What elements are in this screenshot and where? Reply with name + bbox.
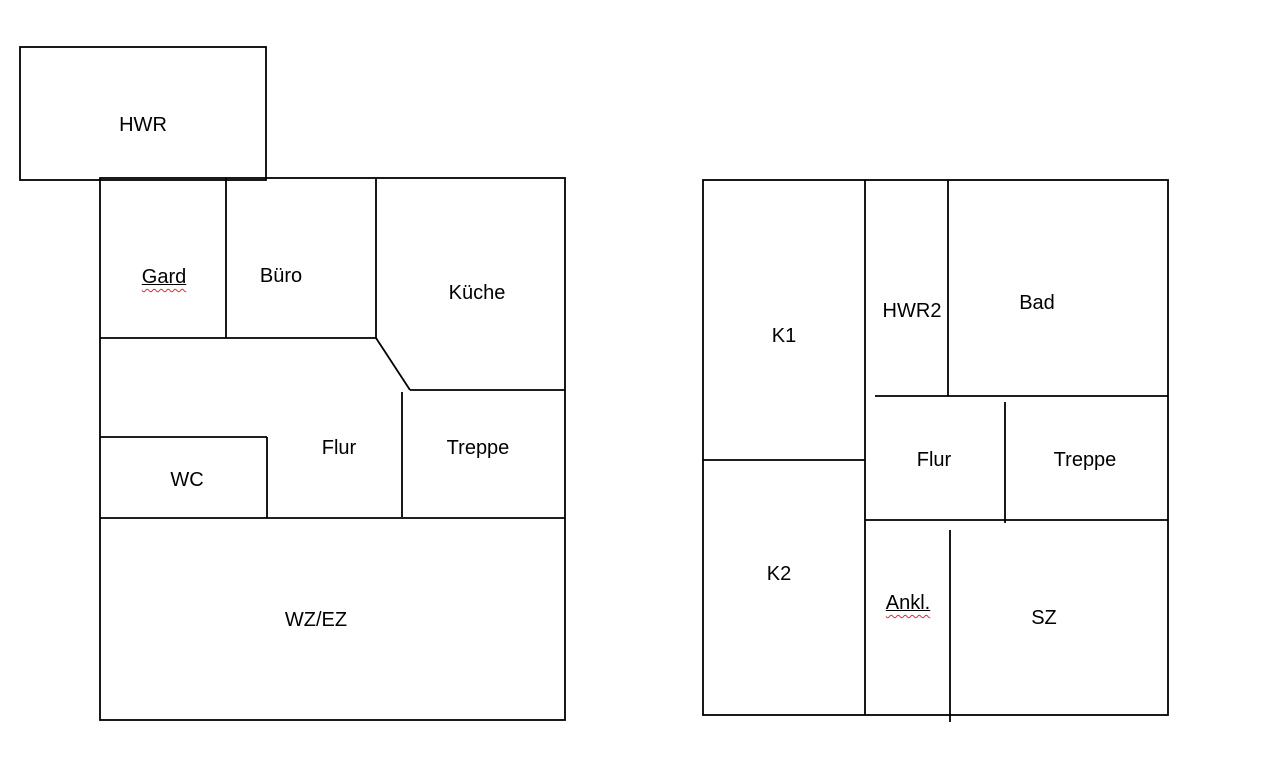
room-label-text: Büro <box>259 265 303 287</box>
room-label-treppe-left: Treppe <box>447 436 510 460</box>
room-label-text: HWR2 <box>882 300 942 322</box>
left-floor-plan-walls <box>19 46 566 721</box>
room-label-ankl: Ankl. <box>886 591 930 615</box>
room-label-text: WZ/EZ <box>284 609 348 631</box>
room-label-text: Ankl. <box>885 592 931 614</box>
room-label-text: Treppe <box>446 437 510 459</box>
underline-wrap: Gard <box>142 266 186 288</box>
room-label-text: K1 <box>771 325 797 347</box>
room-label-text: HWR <box>119 114 167 136</box>
room-label-text: Flur <box>321 437 357 459</box>
wall-diagonal-kueche <box>375 337 411 391</box>
wall-left-outline <box>99 177 566 721</box>
room-label-flur-right: Flur <box>917 448 951 472</box>
wall-hwr-box <box>19 46 267 181</box>
room-label-hwr: HWR <box>119 113 167 137</box>
room-label-flur-left: Flur <box>322 436 356 460</box>
room-label-kueche: Küche <box>449 281 506 305</box>
room-label-text: SZ <box>1031 607 1057 629</box>
room-label-treppe-right: Treppe <box>1054 448 1117 472</box>
room-label-wzez: WZ/EZ <box>285 608 347 632</box>
room-label-text: Bad <box>1019 292 1055 314</box>
room-label-k2: K2 <box>767 562 791 586</box>
room-label-text: Treppe <box>1053 449 1117 471</box>
underline-wrap: Ankl. <box>886 592 930 614</box>
room-label-k1: K1 <box>772 324 796 348</box>
right-floor-plan-walls <box>702 179 1169 722</box>
room-label-text: Gard <box>141 266 187 288</box>
room-label-wc: WC <box>170 468 203 492</box>
room-label-sz: SZ <box>1031 606 1057 630</box>
room-label-text: Flur <box>916 449 952 471</box>
room-label-text: Küche <box>448 282 506 304</box>
room-label-bad: Bad <box>1019 291 1055 315</box>
room-label-buero: Büro <box>260 264 302 288</box>
wall-right-outline <box>702 179 1169 716</box>
room-label-hwr2: HWR2 <box>883 299 942 323</box>
room-label-text: K2 <box>766 563 792 585</box>
room-label-gard: Gard <box>142 265 186 289</box>
room-label-text: WC <box>170 469 204 491</box>
